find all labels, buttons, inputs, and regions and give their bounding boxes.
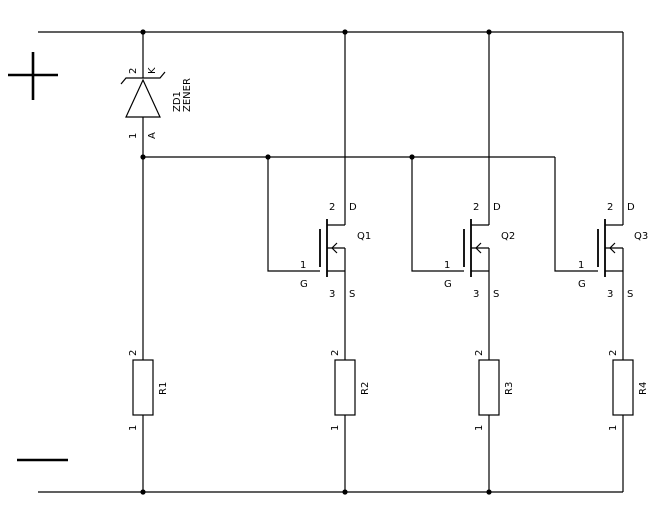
mosfet-q3	[554, 32, 624, 360]
q1-source-name: S	[349, 289, 355, 300]
zener-ref-label: ZD1	[172, 91, 183, 112]
zener-pin-cathode-number: 2	[128, 68, 139, 74]
q2-ref-label: Q2	[501, 231, 515, 242]
q1-drain-number: 2	[329, 202, 335, 213]
q2-source-number: 3	[473, 289, 479, 300]
q3-drain-name: D	[627, 202, 635, 213]
zener-pin-cathode-name: K	[147, 67, 158, 74]
resistor-r1	[132, 157, 154, 492]
q2-source-name: S	[493, 289, 499, 300]
r3-pin-top: 2	[474, 350, 485, 356]
q1-gate-name: G	[300, 279, 308, 290]
q1-source-number: 3	[329, 289, 335, 300]
mosfet-q1	[267, 32, 346, 360]
q2-drain-name: D	[493, 202, 501, 213]
r3-ref-label: R3	[504, 382, 515, 395]
zener-pin-anode-number: 1	[128, 133, 139, 139]
resistor-r3	[478, 359, 500, 492]
zener-pin-anode-name: A	[147, 132, 158, 139]
q3-gate-name: G	[578, 279, 586, 290]
r2-pin-top: 2	[330, 350, 341, 356]
r4-pin-bottom: 1	[608, 425, 619, 431]
r2-pin-bottom: 1	[330, 425, 341, 431]
r1-ref-label: R1	[158, 382, 169, 395]
q3-drain-number: 2	[607, 202, 613, 213]
q3-source-number: 3	[607, 289, 613, 300]
zener-value-label: ZENER	[182, 78, 193, 112]
q2-gate-number: 1	[444, 260, 450, 271]
r1-pin-bottom: 1	[128, 425, 139, 431]
r1-pin-top: 2	[128, 350, 139, 356]
plus-rail-symbol	[8, 52, 58, 100]
q3-ref-label: Q3	[634, 231, 648, 242]
r4-pin-top: 2	[608, 350, 619, 356]
resistor-r2	[334, 359, 356, 492]
r4-ref-label: R4	[638, 382, 649, 395]
zener-diode-zd1	[120, 32, 166, 157]
r3-pin-bottom: 1	[474, 425, 485, 431]
mosfet-q2	[411, 32, 490, 360]
q2-gate-name: G	[444, 279, 452, 290]
q2-drain-number: 2	[473, 202, 479, 213]
q3-source-name: S	[627, 289, 633, 300]
junction-dots	[140, 29, 492, 495]
q1-ref-label: Q1	[357, 231, 371, 242]
q3-gate-number: 1	[578, 260, 584, 271]
q1-gate-number: 1	[300, 260, 306, 271]
resistor-r4	[612, 359, 634, 492]
r2-ref-label: R2	[360, 382, 371, 395]
q1-drain-name: D	[349, 202, 357, 213]
